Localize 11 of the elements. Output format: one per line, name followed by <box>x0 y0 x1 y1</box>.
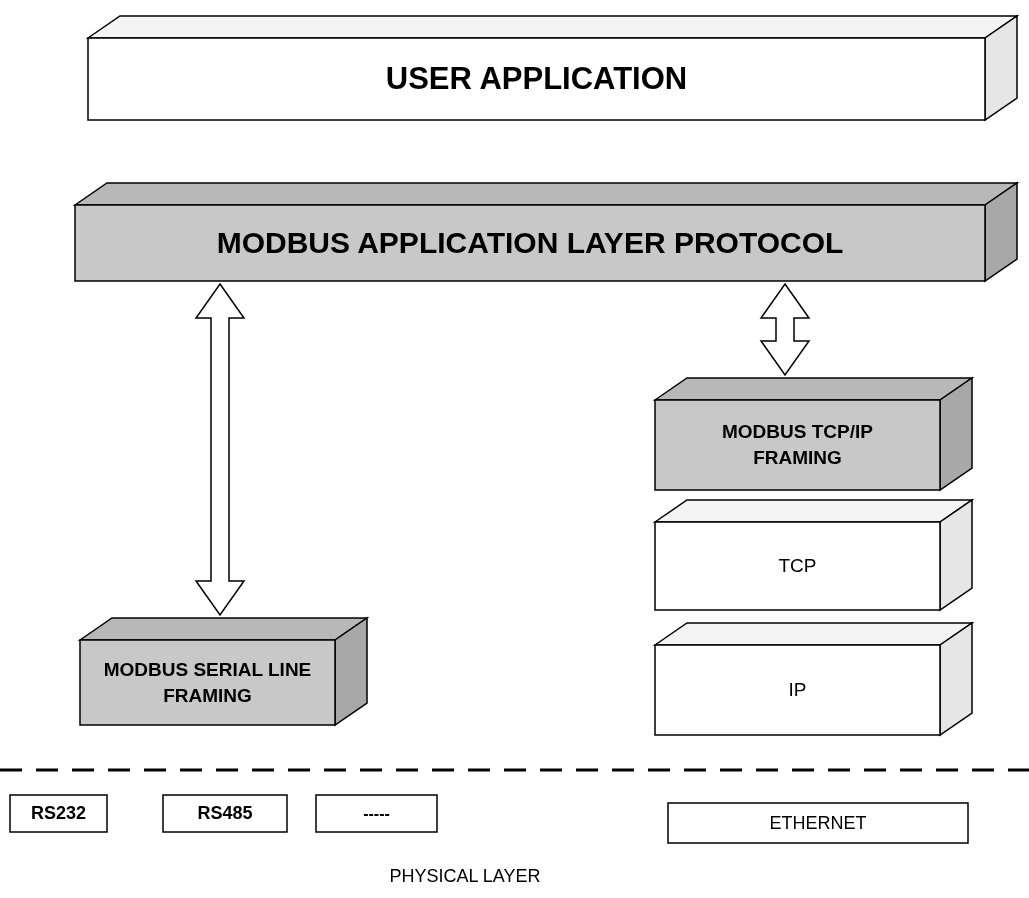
layer-caption: PHYSICAL LAYER <box>388 866 542 887</box>
protocol-box <box>9 794 108 833</box>
protocol-box <box>315 794 438 833</box>
protocol-box <box>162 794 288 833</box>
double-arrow <box>759 282 811 377</box>
double-arrow <box>194 282 246 617</box>
protocol-box <box>667 802 969 844</box>
node-label: RS232 <box>30 802 86 826</box>
node-label: RS485 <box>197 802 253 826</box>
node-label: ----- <box>363 803 390 824</box>
node-label: ETHERNET <box>769 811 867 835</box>
